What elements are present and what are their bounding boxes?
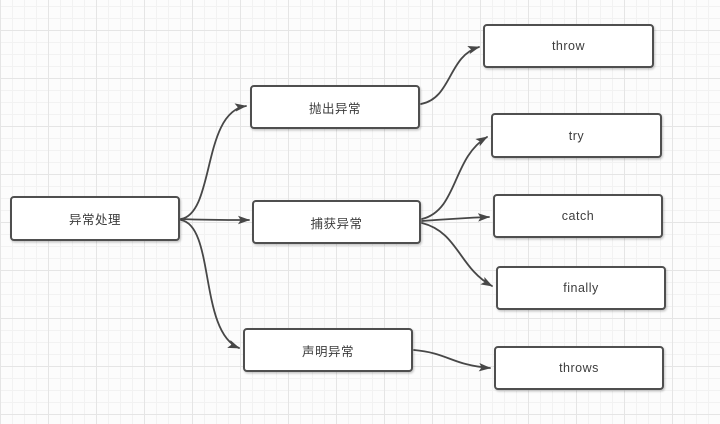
node-declare-exception[interactable]: 声明异常	[243, 328, 413, 372]
edge-declare-exception-to-throws[interactable]	[413, 349, 491, 372]
edge-catch-exception-to-catch[interactable]	[421, 213, 490, 222]
node-throws-label: throws	[559, 361, 599, 375]
node-catch-label: catch	[561, 209, 595, 223]
node-try-label: try	[568, 128, 585, 143]
node-throw[interactable]: throw	[483, 24, 654, 68]
edge-catch-exception-to-try[interactable]	[421, 136, 488, 220]
edge-exception-handling-to-declare-exception[interactable]	[180, 219, 240, 349]
node-throw-exception[interactable]: 抛出异常	[250, 85, 420, 129]
node-catch[interactable]: catch	[493, 194, 663, 238]
edge-exception-handling-to-throw-exception[interactable]	[180, 103, 247, 220]
edge-catch-exception-to-finally[interactable]	[421, 222, 493, 287]
node-throw-label: throw	[551, 39, 586, 53]
node-declare-exception-label: 声明异常	[301, 344, 354, 359]
node-catch-exception-label: 捕获异常	[310, 216, 363, 231]
node-catch-exception[interactable]: 捕获异常	[252, 200, 421, 244]
node-finally[interactable]: finally	[496, 266, 666, 310]
node-throws[interactable]: throws	[494, 346, 664, 390]
node-throw-exception-label: 抛出异常	[308, 101, 361, 116]
edge-exception-handling-to-catch-exception[interactable]	[180, 215, 250, 225]
node-exception-handling[interactable]: 异常处理	[10, 196, 180, 241]
node-finally-label: finally	[563, 281, 599, 295]
edge-throw-exception-to-throw[interactable]	[420, 46, 480, 105]
node-try[interactable]: try	[491, 113, 662, 158]
node-exception-handling-label: 异常处理	[68, 213, 121, 227]
